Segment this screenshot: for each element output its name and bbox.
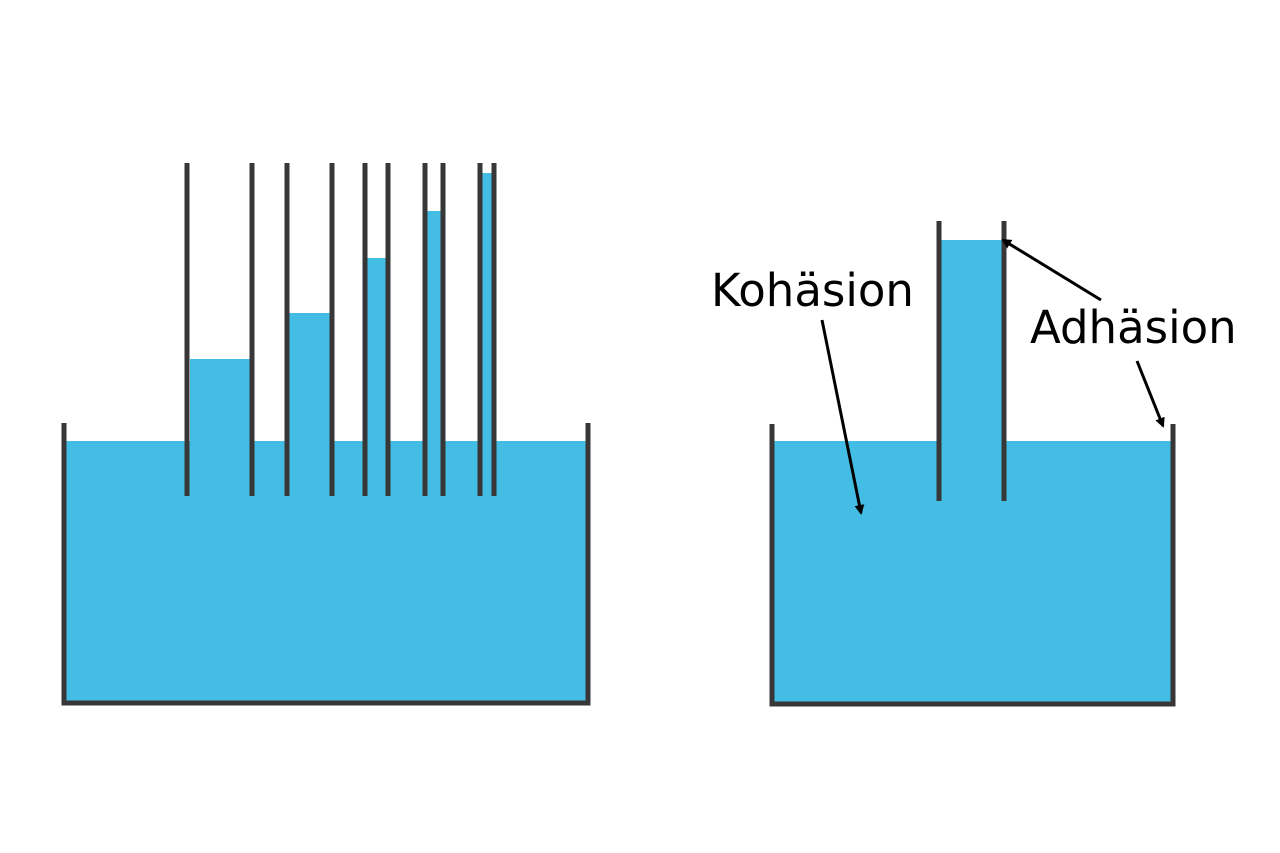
right-basin-water — [774, 441, 1172, 703]
tube-1-water — [190, 359, 250, 442]
tube-4-water — [427, 211, 442, 442]
cohesion-arrow — [820, 319, 865, 515]
adhesion-arrow-lower — [1135, 360, 1165, 428]
left-basin-wall — [61, 423, 591, 706]
tube-2-water — [289, 313, 331, 442]
right-tube-water — [941, 240, 1003, 442]
left-basin-group — [61, 163, 591, 706]
cohesion-label: Kohäsion — [711, 264, 914, 317]
tube-3-water — [367, 258, 387, 442]
left-basin-water — [66, 441, 586, 702]
left-tubes — [184, 163, 497, 496]
adhesion-label: Adhäsion — [1030, 301, 1237, 354]
right-basin-group — [769, 221, 1176, 707]
tube-5-water — [482, 173, 493, 442]
right-basin-wall — [769, 424, 1176, 707]
adhesion-arrow-upper — [1001, 238, 1102, 302]
